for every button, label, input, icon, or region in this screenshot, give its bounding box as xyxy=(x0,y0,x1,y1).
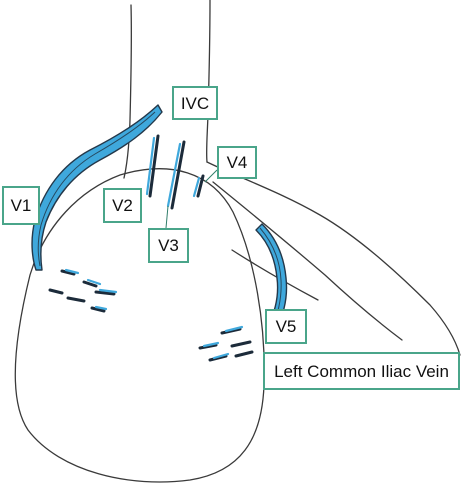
pelvic-oval xyxy=(14,168,265,483)
v4-vessel xyxy=(192,174,205,198)
v1-vessel xyxy=(31,104,163,271)
v3-leader-line xyxy=(165,205,169,229)
v4-leader-line xyxy=(204,169,218,183)
v1-vessel-stripe xyxy=(37,111,156,267)
v4-label: V4 xyxy=(217,146,257,179)
v3-label: V3 xyxy=(148,228,189,263)
ivc-left-wall xyxy=(123,4,133,179)
iliac-vein-lower-wall xyxy=(212,181,403,341)
ivc-label: IVC xyxy=(172,86,218,120)
left-vessel-dashes xyxy=(48,268,118,313)
v2-vessel xyxy=(145,134,160,198)
v3-vessel xyxy=(166,140,186,210)
ivc-right-wall xyxy=(205,0,211,163)
left-common-iliac-vein-label: Left Common Iliac Vein xyxy=(263,352,460,390)
v2-label: V2 xyxy=(103,188,142,223)
iliac-vein-crossing-line xyxy=(231,249,319,301)
v1-label: V1 xyxy=(2,186,40,225)
right-vessel-dashes xyxy=(198,325,254,362)
v5-label: V5 xyxy=(265,309,307,344)
iliac-vein-upper-wall xyxy=(206,161,461,356)
